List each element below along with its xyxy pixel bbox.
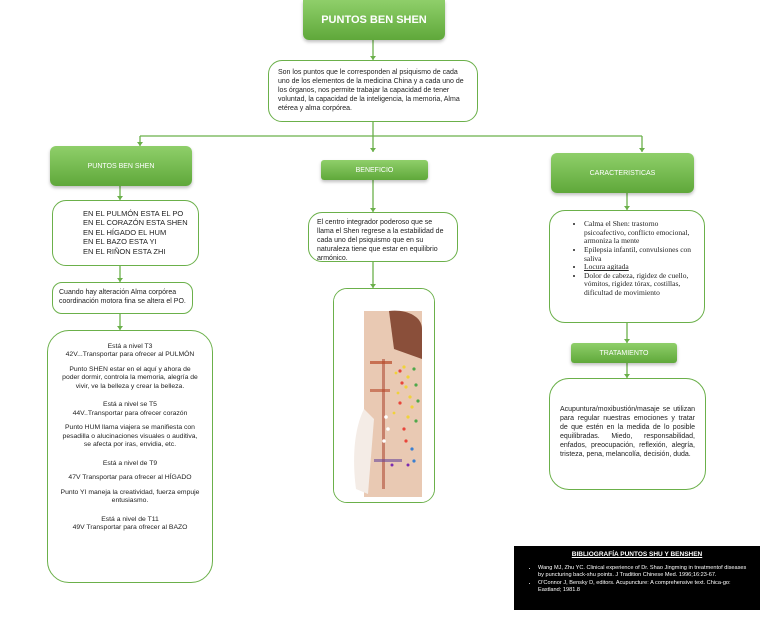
- level-line: Está a nivel se T5: [103, 401, 157, 409]
- alteration-text: Cuando hay alteración Alma corpórea coor…: [59, 289, 186, 306]
- intro-box: Son los puntos que le corresponden al ps…: [268, 60, 478, 122]
- characteristic-item: Calma el Shen: trastorno psicoafectivo, …: [584, 219, 696, 246]
- characteristics-list: Calma el Shen: trastorno psicoafectivo, …: [558, 219, 696, 298]
- level-line: Punto SHEN estar en el aquí y ahora de p…: [62, 365, 198, 390]
- benefit-text: El centro integrador poderoso que se lla…: [317, 219, 444, 263]
- benefit-box: El centro integrador poderoso que se lla…: [308, 212, 458, 262]
- organ-item: EN EL HÍGADO EL HUM: [83, 227, 167, 237]
- level-line: Punto HUM llama viajera se manifiesta co…: [62, 424, 198, 449]
- level-line: 49V Transportar para ofrecer al BAZO: [72, 524, 188, 532]
- header-treatment: TRATAMIENTO: [571, 343, 677, 363]
- level-line: Punto YI maneja la creatividad, fuerza e…: [60, 488, 200, 505]
- header-left-label: PUNTOS BEN SHEN: [87, 162, 155, 170]
- header-mid-label: BENEFICIO: [355, 166, 394, 174]
- characteristic-item: Dolor de cabeza, rigidez de cuello, vómi…: [584, 271, 696, 298]
- page-title: PUNTOS BEN SHEN: [321, 14, 427, 26]
- organ-item: EN EL CORAZÓN ESTA SHEN: [83, 218, 188, 228]
- bibliography-box: BIBLIOGRAFÍA PUNTOS SHU Y BENSHEN Wang M…: [514, 546, 760, 610]
- organ-item: EN EL PULMÓN ESTA EL PO: [83, 209, 184, 218]
- title-box: PUNTOS BEN SHEN: [303, 0, 445, 40]
- characteristics-box: Calma el Shen: trastorno psicoafectivo, …: [549, 210, 705, 323]
- back-acupoints-image: [333, 288, 435, 503]
- header-right: CARACTERISTICAS: [551, 153, 694, 193]
- bibliography-item: Wang MJ, Zhu YC. Clinical experience of …: [538, 565, 750, 580]
- header-right-label: CARACTERISTICAS: [589, 169, 656, 177]
- level-line: 44V..Transportar para ofrecer corazón: [72, 409, 188, 417]
- level-line: 47V Transportar para ofrecer al HÍGADO: [68, 474, 192, 482]
- level-line: Está a nivel de T11: [101, 515, 159, 523]
- levels-box: Está a nivel T3 42V...Transportar para o…: [47, 330, 213, 583]
- characteristic-item: Locura agitada: [584, 262, 696, 272]
- header-left: PUNTOS BEN SHEN: [50, 146, 192, 186]
- organ-item: EN EL BAZO ESTA YI: [83, 237, 157, 247]
- organ-item: EN EL RIÑON ESTA ZHI: [83, 246, 166, 256]
- treatment-text: Acupuntura/moxibustión/masaje se utiliza…: [560, 406, 695, 459]
- alteration-box: Cuando hay alteración Alma corpórea coor…: [52, 282, 193, 314]
- intro-text: Son los puntos que le corresponden al ps…: [278, 69, 464, 113]
- back-illustration: [334, 289, 434, 502]
- treatment-box: Acupuntura/moxibustión/masaje se utiliza…: [549, 378, 706, 490]
- organs-box: EN EL PULMÓN ESTA EL PO EN EL CORAZÓN ES…: [52, 200, 199, 266]
- bibliography-title: BIBLIOGRAFÍA PUNTOS SHU Y BENSHEN: [571, 551, 703, 558]
- bibliography-list: Wang MJ, Zhu YC. Clinical experience of …: [524, 565, 750, 595]
- level-line: Está a nivel de T9: [102, 459, 158, 467]
- level-line: Está a nivel T3: [107, 343, 153, 350]
- characteristic-item: Epilepsia infantil, convulsiones con sal…: [584, 245, 696, 263]
- bibliography-item: O'Connor J, Bensky D, editors. Acupunctu…: [538, 580, 750, 595]
- level-line: 42V...Transportar para ofrecer al PULMÓN: [65, 351, 195, 359]
- header-treatment-label: TRATAMIENTO: [599, 349, 649, 357]
- header-mid: BENEFICIO: [321, 160, 428, 180]
